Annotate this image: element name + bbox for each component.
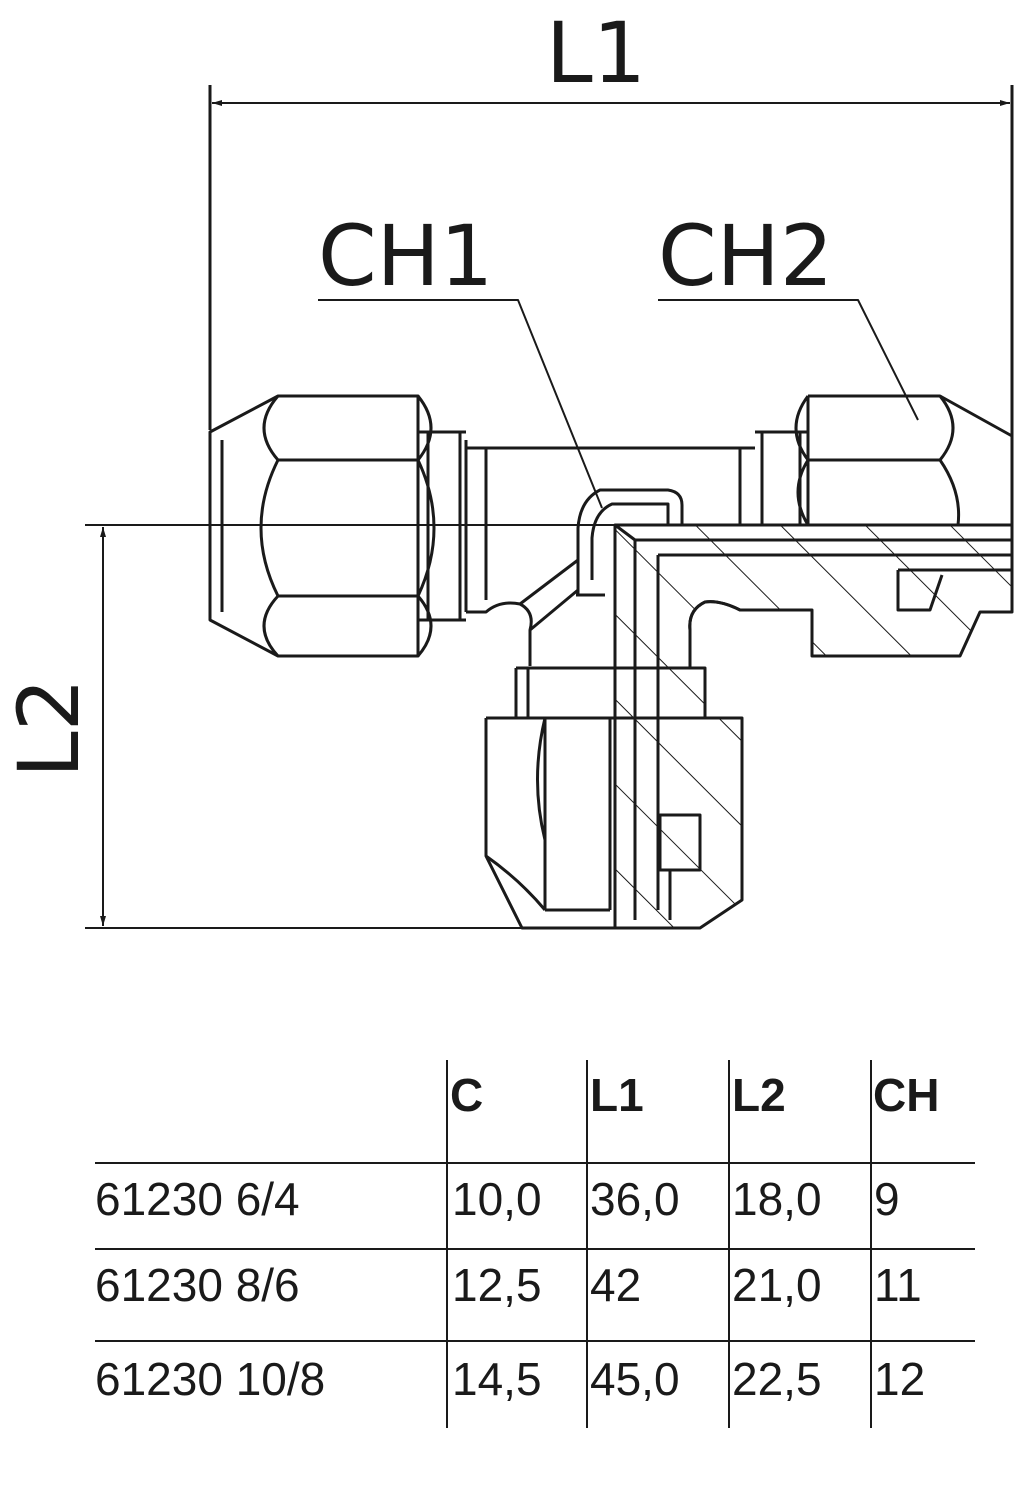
leader-ch2	[658, 299, 919, 421]
cell-ch: 11	[874, 1259, 922, 1311]
dimension-l1	[208, 85, 1014, 440]
cell-code: 61230 10/8	[95, 1353, 326, 1405]
inner-elbow	[519, 488, 684, 632]
column-divider	[870, 1060, 872, 1428]
header-l2: L2	[732, 1069, 786, 1121]
cell-ch: 9	[874, 1173, 900, 1225]
label-l1: L1	[546, 4, 646, 102]
cell-code: 61230 6/4	[95, 1173, 300, 1225]
header-l1: L1	[590, 1069, 644, 1121]
header-ch: CH	[873, 1069, 940, 1121]
cell-l2: 22,5	[732, 1353, 822, 1405]
column-divider	[446, 1060, 448, 1428]
cell-ch: 12	[874, 1353, 926, 1405]
header-c: C	[450, 1069, 484, 1121]
cell-c: 14,5	[452, 1353, 542, 1405]
row-divider	[95, 1248, 975, 1250]
leader-ch1	[318, 299, 603, 509]
label-l2: L2	[0, 678, 98, 778]
cell-l2: 21,0	[732, 1259, 822, 1311]
left-nut	[208, 394, 468, 658]
cell-l1: 42	[590, 1259, 642, 1311]
section-cut	[613, 523, 1014, 930]
spec-table: C L1 L2 CH 61230 6/4 10,0 36,0 18,0 9 61…	[0, 1050, 1016, 1470]
label-ch1: CH1	[318, 207, 493, 305]
right-nut	[755, 394, 1014, 526]
cell-l2: 18,0	[732, 1173, 822, 1225]
row-divider	[95, 1340, 975, 1342]
label-ch2: CH2	[658, 207, 833, 305]
cell-c: 10,0	[452, 1173, 542, 1225]
cell-l1: 45,0	[590, 1353, 680, 1405]
tee-fitting-drawing: L1 CH1 CH2 L2	[0, 4, 1014, 930]
cell-l1: 36,0	[590, 1173, 680, 1225]
dimension-l2	[85, 524, 700, 929]
cell-c: 12,5	[452, 1259, 542, 1311]
column-divider	[728, 1060, 730, 1428]
row-divider	[95, 1162, 975, 1164]
cell-code: 61230 8/6	[95, 1259, 300, 1311]
bottom-nut	[484, 666, 742, 930]
column-divider	[586, 1060, 588, 1428]
